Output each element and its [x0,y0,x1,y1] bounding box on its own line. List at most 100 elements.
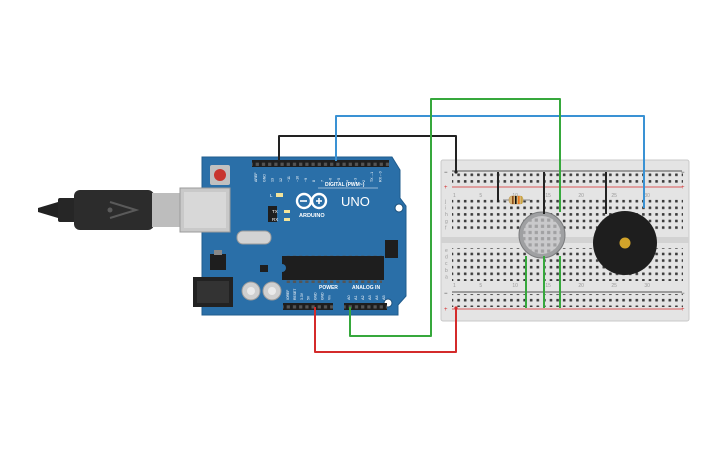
row-letter: i [445,206,446,212]
row-letter: e [445,248,448,254]
row-letter: c [445,261,448,267]
arduino-infinity-logo [295,192,328,210]
icsp-header[interactable] [268,206,277,222]
digital-pin-label: GND [262,174,266,182]
voltage-regulator [210,254,226,270]
top-power-rail-holes[interactable] [452,173,683,186]
rail-plus-bottom-right: + [681,307,685,313]
column-number: 20 [578,193,584,199]
icsp-header-right[interactable] [385,240,398,258]
wire-blue-buzzer[interactable] [335,115,645,208]
led-label-l: L [270,193,273,198]
column-number: 30 [644,193,650,199]
usb-plug-metal [152,193,182,227]
column-number: 5 [479,283,482,289]
column-number: 25 [611,193,617,199]
wires [278,98,645,353]
analog-pin-label: A1 [354,295,358,300]
column-number: 5 [479,193,482,199]
led-l [276,193,283,197]
wire-black-gnd[interactable] [278,135,457,172]
digital-pin-label: ~6 [329,178,333,182]
usb-cable[interactable] [38,190,182,230]
wire-end [454,306,458,310]
digital-pin-label: ~9 [304,178,308,182]
digital-pin-label: ~10 [296,176,300,182]
capacitor-top [247,287,255,295]
rail-plus-top-right: + [681,185,685,191]
led-rx [284,218,290,221]
center-channel [441,237,689,243]
digital-pin-label: ~11 [287,176,291,182]
gas-sensor[interactable] [518,211,566,259]
mounting-hole [394,203,404,213]
usb-plug-grip [58,198,76,222]
gas-sensor-mesh-holes [523,216,561,254]
rail-minus-bottom-right: − [681,291,685,297]
power-pin-label: GND [314,292,318,300]
analog-pin-label: A0 [347,295,351,300]
analog-pin-label: A3 [368,295,372,300]
digital-pin-label: 8 [312,180,316,182]
row-letter: b [445,268,448,274]
usb-symbol-dot [107,207,113,213]
rail-minus-top-right: − [681,170,685,176]
digital-pin-label: 12 [279,178,283,182]
row-letter: f [445,225,447,231]
row-letter: h [445,212,448,218]
row-letter: a [445,274,448,280]
digital-pin-label: AREF [254,172,258,182]
analog-pin-label: A5 [382,295,386,300]
analog-pin-label: A4 [375,295,379,300]
chip-pins-top [284,253,382,256]
row-letter: g [445,219,448,225]
digital-pin-label: RX←0 [379,171,383,182]
crystal-oscillator [236,230,272,245]
chip-pins-bottom [284,280,382,283]
analog-in-label: ANALOG IN [352,285,380,291]
power-pin-label: 3.3V [300,292,304,300]
wire-green-a0[interactable] [349,98,561,337]
led-label-rx: RX [272,217,278,222]
reset-button[interactable] [214,169,226,181]
power-jack-face [197,281,229,303]
usb-cable-strain-relief [38,202,58,218]
analog-pin-label: A2 [361,295,365,300]
led-tx [284,210,290,213]
wire-red-5v[interactable] [314,307,457,353]
chip-notch [282,264,286,272]
power-header-holes [283,303,333,310]
power-label: POWER [319,285,338,291]
usb-b-connector-face [184,192,226,228]
column-number: 1 [453,193,456,199]
atmega-chip [282,256,384,280]
digital-pin-label: ~5 [337,178,341,182]
digital-pin-label: 2 [362,180,366,182]
uno-logo-text: UNO [341,194,370,209]
digital-pwm-label: DIGITAL (PWM~) [325,182,365,188]
digital-pin-labels: AREF GND 13 12 ~11 ~10 ~9 8 7 ~6 ~5 4 ~3 2 TX→1 RX←0 [254,171,383,182]
row-letter: j [444,199,446,205]
usb-symbol-icon [109,201,140,219]
wire-end [454,170,458,174]
digital-pin-label: ~3 [354,178,358,182]
capacitor-top [268,287,276,295]
power-pin-label: Vin [327,295,331,300]
bottom-power-rail-holes[interactable] [452,294,683,307]
column-number: 10 [512,283,518,289]
digital-pin-label: TX→1 [370,172,374,182]
column-number: 20 [578,283,584,289]
rail-minus-bottom: − [444,291,448,297]
digital-pin-label: 13 [271,178,275,182]
piezo-buzzer[interactable] [593,211,657,275]
row-letter: d [445,255,448,261]
rail-plus-top: + [444,185,448,191]
resistor[interactable] [503,195,530,205]
digital-pin-label: 4 [345,180,349,182]
digital-pin-label: 7 [320,180,324,182]
power-pin-label: 5V [307,295,311,300]
